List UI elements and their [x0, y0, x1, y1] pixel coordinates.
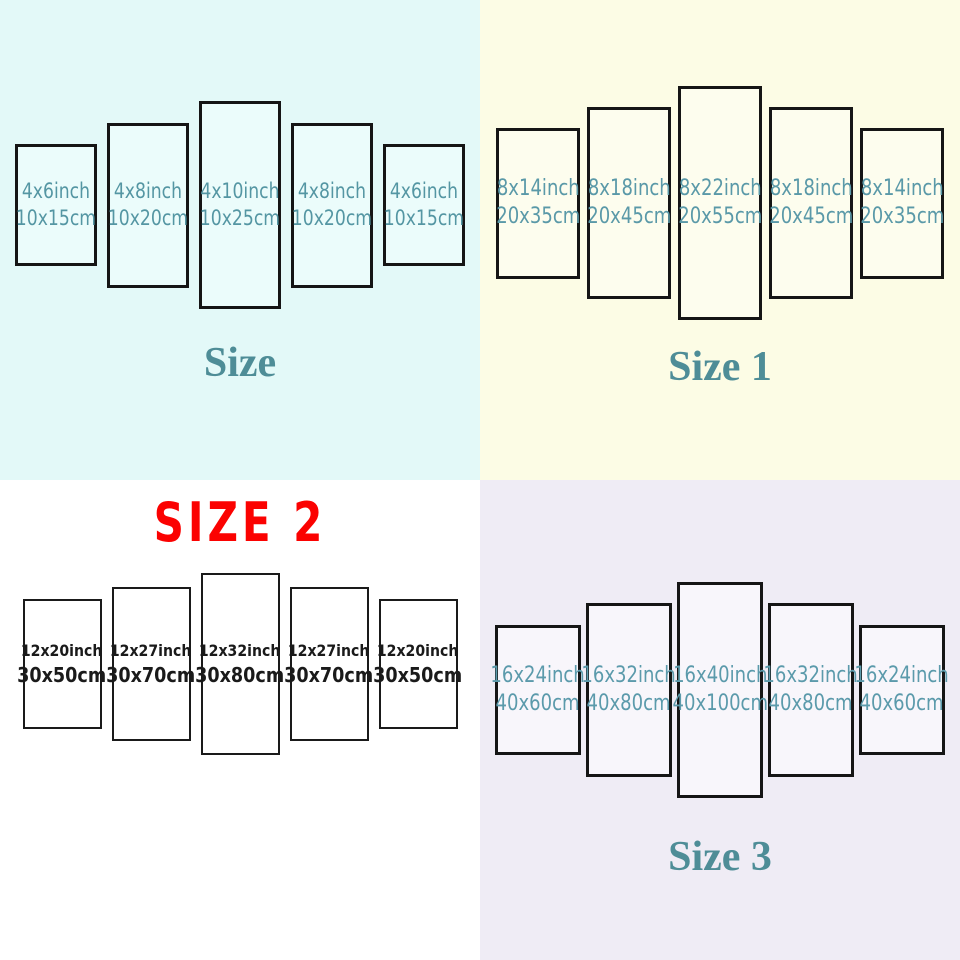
panel-size-label: 16x24inch 40x60cm — [855, 662, 949, 718]
panel-size-label: 4x8inch 10x20cm — [108, 178, 188, 232]
panel-size-label: 4x8inch 10x20cm — [292, 178, 372, 232]
panel-inch-size: 8x22inch — [678, 176, 762, 201]
quadrant-title: Size 3 — [668, 834, 772, 880]
panel-inch-size: 4x8inch — [113, 179, 183, 203]
panel-size-label: 8x14inch 20x35cm — [496, 175, 580, 231]
size-panel: 16x24inch 40x60cm — [855, 625, 949, 755]
panel-cm-size: 10x15cm — [15, 206, 97, 230]
panel-cm-size: 10x20cm — [107, 206, 189, 230]
panel-cm-size: 10x20cm — [291, 206, 373, 230]
panel-inch-size: 16x24inch — [854, 663, 950, 688]
panel-size-label: 16x24inch 40x60cm — [491, 662, 585, 718]
panel-inch-size: 12x32inch — [199, 641, 281, 660]
size-panel: 4x6inch 10x15cm — [15, 144, 97, 266]
panel-cm-size: 30x70cm — [284, 663, 374, 687]
quadrant-title: Size 1 — [668, 344, 772, 390]
panel-size-label: 16x32inch 40x80cm — [582, 662, 676, 718]
size-panel: 8x22inch 20x55cm — [678, 86, 762, 320]
panel-size-label: 12x20inch 30x50cm — [17, 640, 106, 688]
panel-size-label: 8x18inch 20x45cm — [587, 175, 671, 231]
panel-cm-size: 20x35cm — [859, 204, 945, 229]
panel-inch-size: 4x6inch — [21, 179, 91, 203]
panel-cm-size: 40x80cm — [586, 691, 672, 716]
panel-size-label: 16x40inch 40x100cm — [672, 662, 768, 718]
panel-cm-size: 10x25cm — [199, 206, 281, 230]
panel-size-label: 4x6inch 10x15cm — [384, 178, 464, 232]
size-panel: 8x14inch 20x35cm — [496, 127, 580, 279]
size-panel: 12x27inch 30x70cm — [106, 587, 196, 741]
panel-inch-size: 16x32inch — [763, 663, 859, 688]
panel-cm-size: 10x15cm — [383, 206, 465, 230]
panel-inch-size: 12x20inch — [21, 641, 103, 660]
panel-size-label: 16x32inch 40x80cm — [764, 662, 858, 718]
panel-inch-size: 12x27inch — [288, 641, 370, 660]
panel-inch-size: 4x6inch — [389, 179, 459, 203]
size-panel: 12x20inch 30x50cm — [373, 599, 463, 729]
panel-size-label: 12x20inch 30x50cm — [373, 640, 462, 688]
size-panel: 16x24inch 40x60cm — [491, 625, 585, 755]
panel-inch-size: 4x8inch — [297, 179, 367, 203]
panel-inch-size: 16x40inch — [672, 663, 768, 688]
size-panel: 4x8inch 10x20cm — [291, 122, 373, 288]
size-panel: 4x6inch 10x15cm — [383, 144, 465, 266]
panel-cm-size: 40x80cm — [768, 691, 854, 716]
panel-inch-size: 8x14inch — [860, 176, 944, 201]
panel-size-label: 4x6inch 10x15cm — [16, 178, 96, 232]
panel-size-label: 12x27inch 30x70cm — [284, 640, 373, 688]
panel-size-label: 4x10inch 10x25cm — [200, 178, 280, 232]
panel-cm-size: 20x45cm — [768, 204, 854, 229]
panel-row: 4x6inch 10x15cm 4x8inch 10x20cm 4x10inch 10x2… — [0, 101, 480, 309]
size-panel: 8x18inch 20x45cm — [587, 107, 671, 299]
panel-inch-size: 16x32inch — [581, 663, 677, 688]
panel-size-label: 8x22inch 20x55cm — [678, 175, 762, 231]
panel-size-label: 12x32inch 30x80cm — [195, 640, 284, 688]
panel-inch-size: 16x24inch — [490, 663, 586, 688]
size-panel: 12x32inch 30x80cm — [195, 573, 285, 755]
size-panel: 12x20inch 30x50cm — [17, 599, 107, 729]
panel-cm-size: 20x55cm — [677, 204, 763, 229]
panel-inch-size: 8x18inch — [587, 176, 671, 201]
panel-inch-size: 12x27inch — [110, 641, 192, 660]
panel-cm-size: 40x100cm — [672, 691, 768, 716]
size-panel: 8x14inch 20x35cm — [860, 127, 944, 279]
size-panel: 4x10inch 10x25cm — [199, 101, 281, 309]
panel-inch-size: 8x18inch — [769, 176, 853, 201]
quadrant-size: 4x6inch 10x15cm 4x8inch 10x20cm 4x10inch 10x2… — [0, 0, 480, 480]
size-panel: 12x27inch 30x70cm — [284, 587, 374, 741]
panel-cm-size: 40x60cm — [495, 691, 581, 716]
size-panel: 4x8inch 10x20cm — [107, 122, 189, 288]
size-panel: 16x40inch 40x100cm — [672, 582, 768, 798]
panel-inch-size: 8x14inch — [496, 176, 580, 201]
panel-size-label: 8x18inch 20x45cm — [769, 175, 853, 231]
panel-inch-size: 12x20inch — [377, 641, 459, 660]
size-panel: 16x32inch 40x80cm — [582, 603, 676, 777]
size-panel: 16x32inch 40x80cm — [764, 603, 858, 777]
panel-size-label: 8x14inch 20x35cm — [860, 175, 944, 231]
panel-size-label: 12x27inch 30x70cm — [106, 640, 195, 688]
panel-cm-size: 30x50cm — [373, 663, 463, 687]
quadrant-title: Size — [203, 340, 277, 386]
panel-inch-size: 4x10inch — [200, 179, 280, 203]
panel-cm-size: 30x50cm — [17, 663, 107, 687]
size-panel: 8x18inch 20x45cm — [769, 107, 853, 299]
panel-cm-size: 20x45cm — [586, 204, 672, 229]
panel-cm-size: 40x60cm — [859, 691, 945, 716]
panel-cm-size: 30x70cm — [106, 663, 196, 687]
panel-cm-size: 30x80cm — [195, 663, 285, 687]
panel-cm-size: 20x35cm — [495, 204, 581, 229]
quadrant-title: SIZE 2 — [153, 491, 327, 554]
